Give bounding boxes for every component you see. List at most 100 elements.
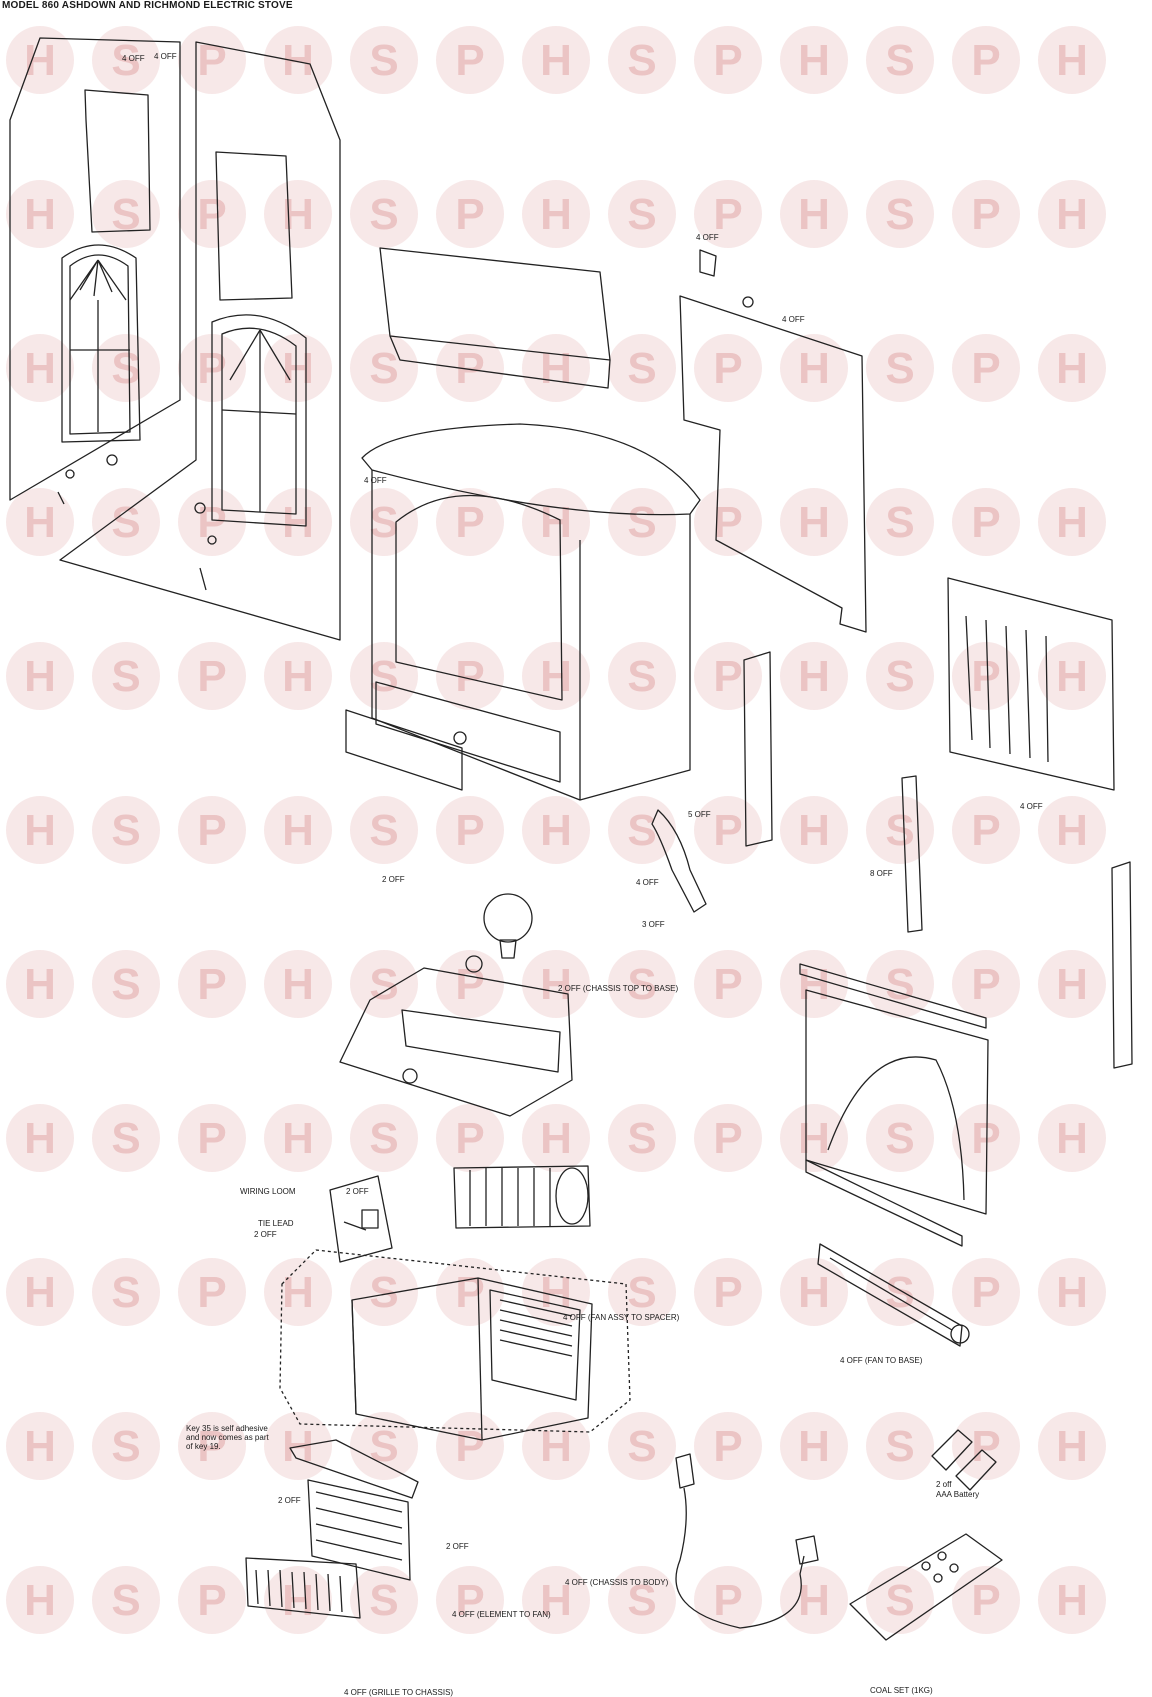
watermark-letter: S — [885, 36, 914, 85]
watermark-badge: H — [522, 950, 590, 1018]
watermark-letter: P — [713, 1576, 742, 1625]
watermark-badge: H — [6, 1412, 74, 1480]
watermark-badge: S — [350, 1566, 418, 1634]
watermark-letter: S — [627, 1576, 656, 1625]
watermark-letter: P — [713, 36, 742, 85]
watermark-letter: P — [713, 498, 742, 547]
watermark-circle — [780, 950, 848, 1018]
watermark-circle — [436, 796, 504, 864]
watermark-circle — [522, 642, 590, 710]
qty-label: 2 OFF — [278, 1496, 301, 1505]
watermark-circle — [92, 950, 160, 1018]
watermark-circle — [608, 488, 676, 556]
watermark-badge: H — [6, 796, 74, 864]
chassis-to-body-note: 4 OFF (CHASSIS TO BODY) — [565, 1578, 669, 1587]
watermark-badge: H — [264, 488, 332, 556]
watermark-badge: P — [694, 180, 762, 248]
watermark-letter: P — [455, 190, 484, 239]
door-panel-right — [59, 41, 341, 641]
watermark-circle — [866, 334, 934, 402]
watermark-circle — [264, 488, 332, 556]
watermark-circle — [92, 796, 160, 864]
watermark-letter: P — [713, 806, 742, 855]
watermark-badge: S — [866, 180, 934, 248]
watermark-letter: H — [24, 1576, 56, 1625]
watermark-circle — [866, 1412, 934, 1480]
watermark-badge: S — [350, 26, 418, 94]
watermark-letter: H — [540, 1114, 572, 1163]
watermark-circle — [436, 26, 504, 94]
watermark-letter: S — [885, 344, 914, 393]
watermark-badge: P — [178, 1104, 246, 1172]
watermark-badge: S — [608, 1104, 676, 1172]
lamp-bulb — [465, 893, 533, 973]
watermark-letter: S — [885, 498, 914, 547]
watermark-circle — [866, 1566, 934, 1634]
watermark-letter: H — [24, 960, 56, 1009]
watermark-circle — [866, 488, 934, 556]
watermark-badge: S — [608, 1566, 676, 1634]
watermark-badge: H — [522, 334, 590, 402]
watermark-circle — [608, 26, 676, 94]
watermark-badge: P — [436, 1104, 504, 1172]
chassis-top — [339, 967, 573, 1117]
fan-to-base-note: 4 OFF (FAN TO BASE) — [840, 1356, 923, 1365]
watermark-badge: P — [694, 950, 762, 1018]
watermark-letter: S — [885, 1576, 914, 1625]
watermark-letter: S — [111, 344, 140, 393]
watermark-badge: H — [1038, 334, 1106, 402]
watermark-badge: S — [608, 488, 676, 556]
watermark-letter: S — [111, 806, 140, 855]
watermark-letter: P — [455, 806, 484, 855]
watermark-circle — [694, 488, 762, 556]
watermark-letter: S — [369, 1576, 398, 1625]
watermark-letter: P — [455, 498, 484, 547]
qty-label: 5 OFF — [688, 810, 711, 819]
watermark-badge: P — [952, 796, 1020, 864]
watermark-badge: H — [780, 488, 848, 556]
watermark-circle — [350, 180, 418, 248]
watermark-badge: S — [608, 796, 676, 864]
watermark-badge: S — [866, 642, 934, 710]
watermark-circle — [6, 488, 74, 556]
watermark-circle — [1038, 334, 1106, 402]
watermark-circle — [350, 26, 418, 94]
watermark-letter: H — [282, 1268, 314, 1317]
watermark-circle — [780, 334, 848, 402]
watermark-letter: S — [369, 1422, 398, 1471]
watermark-badge: P — [178, 796, 246, 864]
watermark-circle — [264, 1104, 332, 1172]
watermark-circle — [1038, 950, 1106, 1018]
watermark-letter: H — [798, 1576, 830, 1625]
watermark-badge: H — [1038, 1412, 1106, 1480]
watermark-letter: P — [971, 806, 1000, 855]
watermark-badge: S — [350, 334, 418, 402]
watermark-letter: H — [24, 806, 56, 855]
watermark-letter: P — [197, 960, 226, 1009]
watermark-circle — [1038, 642, 1106, 710]
watermark-letter: S — [885, 806, 914, 855]
fan-assembly — [453, 1165, 591, 1229]
watermark-badge: P — [694, 26, 762, 94]
qty-label: 8 OFF — [870, 869, 893, 878]
watermark-letter: H — [798, 498, 830, 547]
watermark-badge: S — [608, 334, 676, 402]
watermark-badge: S — [92, 642, 160, 710]
watermark-letter: P — [455, 1576, 484, 1625]
watermark-letter: H — [1056, 1268, 1088, 1317]
watermark-badge: S — [608, 1258, 676, 1326]
tie-lead-label: TIE LEAD — [258, 1219, 294, 1228]
watermark-badge: S — [350, 642, 418, 710]
watermark-circle — [6, 796, 74, 864]
watermark-letter: S — [627, 190, 656, 239]
watermark-circle — [178, 1104, 246, 1172]
watermark-letter: P — [455, 1422, 484, 1471]
watermark-circle — [780, 642, 848, 710]
watermark-circle — [264, 334, 332, 402]
watermark-letter: P — [197, 652, 226, 701]
watermark-badge: P — [952, 1258, 1020, 1326]
watermark-circle — [6, 180, 74, 248]
watermark-letter: H — [24, 1114, 56, 1163]
